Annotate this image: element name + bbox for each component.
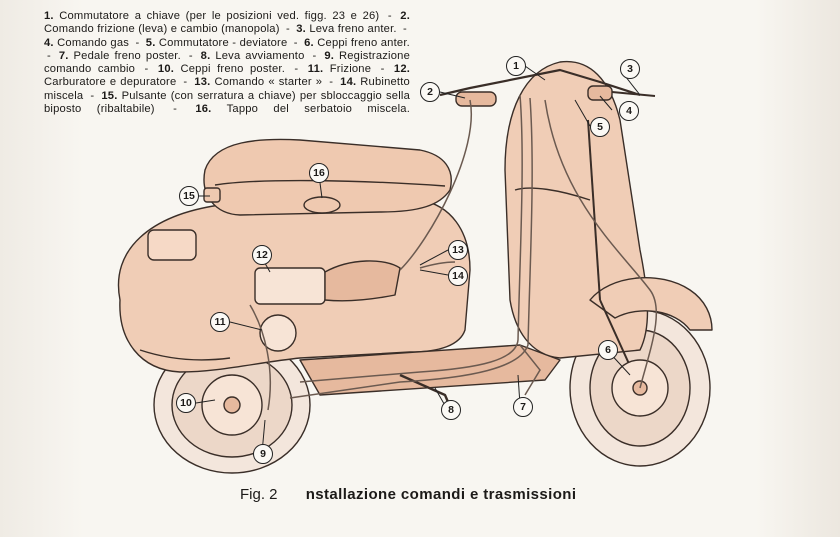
seat-lock — [203, 187, 221, 203]
legend-item: 1. Commutatore a chiave (per le posizion… — [44, 10, 380, 22]
callout-14: 14 — [448, 266, 468, 286]
legend-item: 5. Commutatore - deviatore — [145, 36, 288, 49]
callout-1: 1 — [506, 56, 526, 76]
callout-7: 7 — [513, 397, 533, 417]
callout-6: 6 — [598, 340, 618, 360]
callout-12: 12 — [252, 245, 272, 265]
callout-10: 10 — [176, 393, 196, 413]
legend-item: 9. Registrazione comando cambio — [44, 49, 410, 76]
callout-13: 13 — [448, 240, 468, 260]
control-cables — [249, 94, 658, 411]
fuel-cap — [303, 196, 341, 214]
front-fender — [589, 277, 713, 331]
callout-2: 2 — [420, 82, 440, 102]
callout-11: 11 — [210, 312, 230, 332]
legend-item: 14. Rubinetto miscela — [44, 76, 410, 102]
legend-item: 8. Leva avviamento — [200, 49, 305, 62]
intake-bellows — [324, 260, 401, 302]
legend-item: 12. Carburatore e depuratore — [44, 63, 411, 89]
callout-4: 4 — [619, 101, 639, 121]
floorboard — [299, 344, 561, 396]
legend-item: 11. Frizione — [307, 63, 372, 76]
legend-item: 3. Leva freno anter. — [296, 23, 397, 36]
parts-legend: 1. Commutatore a chiave (per le posizion… — [44, 10, 411, 116]
figure-caption: Fig. 2 nstallazione comandi e trasmissio… — [240, 486, 576, 503]
legend-item: 15. Pulsante (con serratura a chiave) pe… — [44, 89, 411, 116]
clutch-cover — [259, 314, 297, 352]
callout-16: 16 — [309, 163, 329, 183]
carburettor — [254, 267, 326, 305]
legend-item: 7. Pedale freno poster. — [58, 49, 181, 62]
handlebar — [439, 68, 656, 107]
callout-15: 15 — [179, 186, 199, 206]
legend-item: 4. Comando gas — [44, 36, 130, 49]
legend-item: 2. Comando frizione (leva) e cambio (man… — [44, 10, 411, 36]
legend-item: 16. Tappo del serbatoio miscela. — [195, 103, 411, 116]
callout-8: 8 — [441, 400, 461, 420]
callout-9: 9 — [253, 444, 273, 464]
callout-5: 5 — [590, 117, 610, 137]
figure-title: nstallazione comandi e trasmissioni — [305, 486, 577, 503]
figure-number: Fig. 2 — [240, 486, 278, 503]
legend-item: 10. Ceppi freno poster. — [157, 63, 285, 76]
legend-item: 13. Comando « starter » — [194, 76, 323, 89]
tail-light — [147, 229, 197, 261]
legend-item: 6. Ceppi freno anter. — [304, 36, 410, 49]
callout-3: 3 — [620, 59, 640, 79]
